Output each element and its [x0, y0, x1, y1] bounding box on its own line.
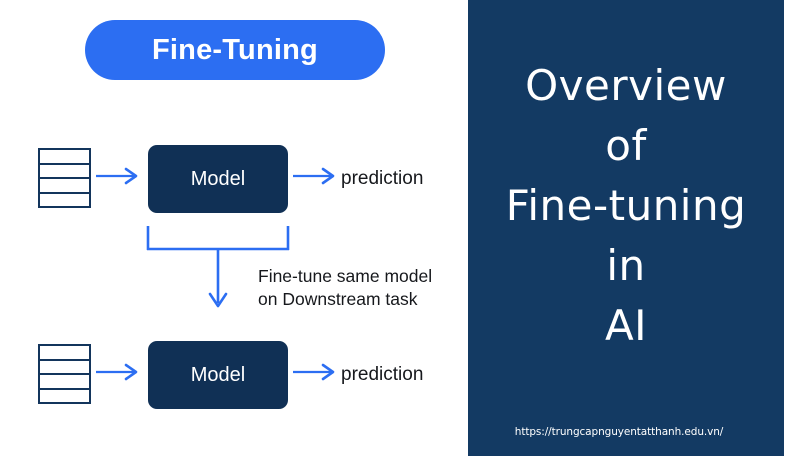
- table-row: [40, 375, 89, 390]
- panel-heading-line: Fine-tuning: [505, 181, 747, 230]
- source-url-label: https://trungcapnguyentatthanh.edu.vn/: [514, 426, 724, 438]
- table-row: [40, 361, 89, 375]
- model-box: Model: [148, 145, 288, 213]
- model-box-label: Model: [190, 363, 246, 386]
- panel-heading-line: of: [605, 121, 647, 170]
- finetune-caption-line2: on Downstream task: [258, 289, 418, 309]
- title-pill-fine-tuning: Fine-Tuning: [85, 20, 385, 80]
- model-box: Model: [148, 341, 288, 409]
- table-row: [40, 390, 89, 403]
- finetune-caption-line1: Fine-tune same model: [258, 266, 433, 286]
- table-row: [40, 179, 89, 194]
- finetune-caption: Fine-tune same model on Downstream task: [258, 265, 432, 311]
- table-row: [40, 346, 89, 361]
- title-pill-label: Fine-Tuning: [152, 33, 318, 66]
- arrow-right-icon: [96, 363, 138, 381]
- table-row: [40, 150, 89, 165]
- title-panel: Overview of Fine-tuning in AI https://tr…: [468, 0, 784, 456]
- panel-heading: Overview of Fine-tuning in AI: [468, 56, 784, 356]
- panel-heading-line: Overview: [525, 61, 727, 110]
- bracket-down-arrow-icon: [146, 226, 290, 308]
- arrow-right-icon: [293, 363, 335, 381]
- data-table-icon: [38, 148, 91, 208]
- prediction-label: prediction: [341, 364, 424, 385]
- table-row: [40, 194, 89, 207]
- arrow-right-icon: [96, 167, 138, 185]
- data-table-icon: [38, 344, 91, 404]
- panel-heading-line: AI: [604, 301, 648, 350]
- model-box-label: Model: [190, 167, 246, 190]
- diagram-canvas: Fine-Tuning Model prediction Fine-tune s…: [38, 20, 433, 409]
- table-row: [40, 165, 89, 179]
- arrow-right-icon: [293, 167, 335, 185]
- panel-heading-line: in: [606, 241, 646, 290]
- prediction-label: prediction: [341, 168, 424, 189]
